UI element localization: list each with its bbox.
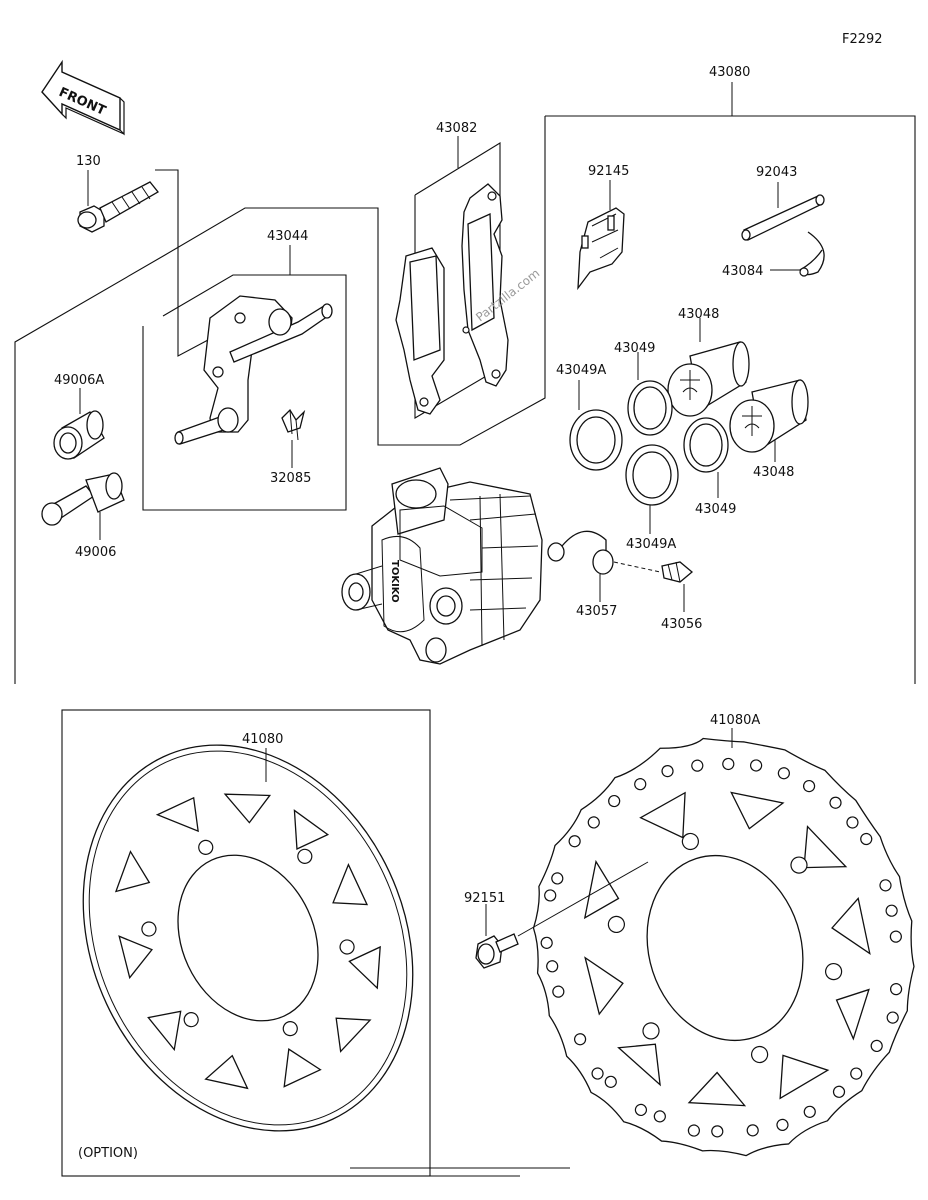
callout-43049A-lower: 43049A <box>626 537 676 552</box>
callout-49006A: 49006A <box>54 373 104 388</box>
callout-41080: 41080 <box>242 732 283 747</box>
dust-seal-lower-43049A <box>625 444 679 506</box>
piston-upper-43048 <box>667 341 750 417</box>
snap-pin-43084 <box>799 231 825 277</box>
brake-disc-41080 <box>82 744 414 1132</box>
caliper-body: TOKIKO <box>341 467 543 665</box>
brake-pads <box>395 183 509 415</box>
dust-seal-upper-43049A <box>569 409 623 471</box>
callout-130: 130 <box>76 154 101 169</box>
callout-43049A-upper: 43049A <box>556 363 606 378</box>
boot-49006A <box>53 410 105 460</box>
bracket-frame <box>142 274 347 511</box>
leader-43056-dash <box>613 561 661 573</box>
callout-41080A: 41080A <box>710 713 760 728</box>
spring-32085 <box>281 408 306 441</box>
option-label: (OPTION) <box>78 1146 138 1161</box>
callout-43048-lower: 43048 <box>753 465 794 480</box>
disc-bolt-92151 <box>475 933 519 969</box>
seal-lower-43049 <box>683 417 729 473</box>
pad-spring-92145 <box>577 207 625 291</box>
piston-lower-43048 <box>729 379 809 453</box>
callout-43080: 43080 <box>709 65 750 80</box>
callout-32085: 32085 <box>270 471 311 486</box>
callout-43084: 43084 <box>722 264 763 279</box>
bolt-group-frame <box>155 169 209 357</box>
bleed-cap-43057 <box>547 530 614 575</box>
bolt-130 <box>77 181 159 233</box>
callout-43049-upper: 43049 <box>614 341 655 356</box>
caliper-bracket <box>174 295 333 445</box>
callout-92151: 92151 <box>464 891 505 906</box>
callout-43044: 43044 <box>267 229 308 244</box>
seal-upper-43049 <box>627 380 673 436</box>
callout-49006: 49006 <box>75 545 116 560</box>
option-frame <box>61 709 431 1177</box>
caliper-assembly-frame-left <box>14 116 546 684</box>
callout-43049-lower: 43049 <box>695 502 736 517</box>
leader-92151-to-disc <box>517 861 649 937</box>
callout-43056: 43056 <box>661 617 702 632</box>
caliper-brand-mark: TOKIKO <box>389 560 400 603</box>
callout-92145: 92145 <box>588 164 629 179</box>
caliper-assembly-frame <box>545 115 916 684</box>
pin-49006 <box>41 472 125 526</box>
bleed-screw-43056 <box>661 561 694 583</box>
pad-pin-92043 <box>741 194 825 241</box>
front-arrow-icon: FRONT <box>41 59 125 136</box>
callout-43057: 43057 <box>576 604 617 619</box>
callout-43082: 43082 <box>436 121 477 136</box>
callout-92043: 92043 <box>756 165 797 180</box>
callout-43048-upper: 43048 <box>678 307 719 322</box>
figure-code: F2292 <box>842 32 883 47</box>
brake-disc-41080A <box>532 737 915 1157</box>
